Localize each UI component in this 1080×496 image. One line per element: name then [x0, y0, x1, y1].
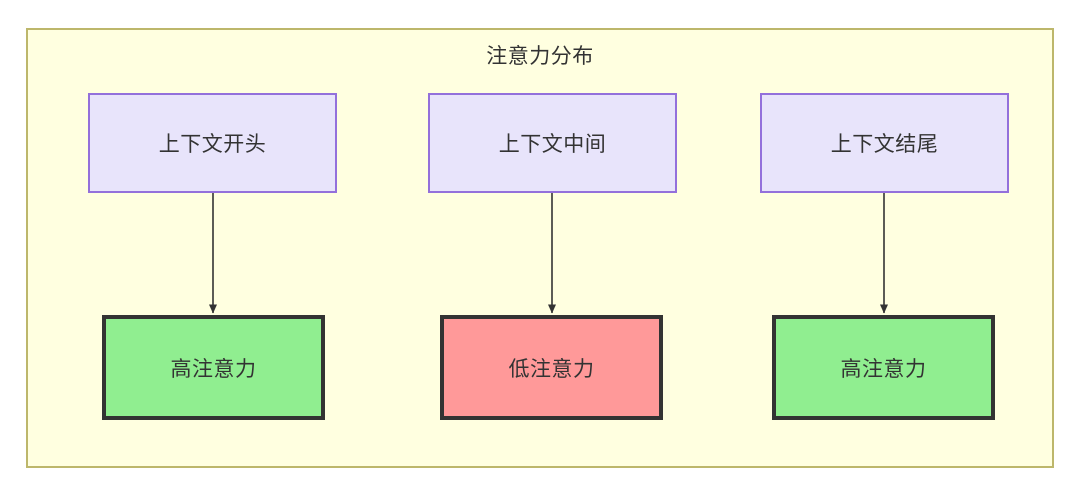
diagram-title: 注意力分布 [486, 45, 594, 68]
node-attention-end[interactable]: 高注意力 [772, 315, 995, 420]
node-attention-middle[interactable]: 低注意力 [440, 315, 663, 420]
node-context-middle[interactable]: 上下文中间 [428, 93, 677, 193]
node-context-end[interactable]: 上下文结尾 [760, 93, 1009, 193]
node-context-start[interactable]: 上下文开头 [88, 93, 337, 193]
node-attention-start[interactable]: 高注意力 [102, 315, 325, 420]
